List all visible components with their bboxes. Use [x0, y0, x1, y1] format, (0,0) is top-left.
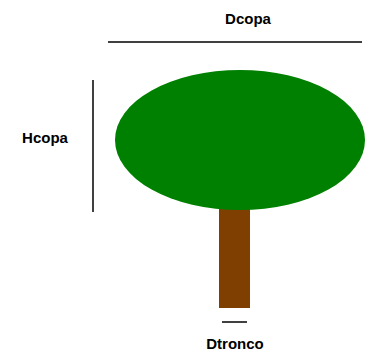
dimension-label: Dtronco — [206, 335, 264, 353]
crown-height-line — [92, 80, 94, 212]
dimension-label: Hcopa — [22, 129, 68, 147]
tree-trunk — [219, 200, 250, 308]
dimension-label: Dcopa — [225, 10, 271, 28]
crown-width-line — [108, 41, 362, 43]
trunk-width-line — [222, 321, 247, 323]
tree-crown — [115, 70, 365, 210]
